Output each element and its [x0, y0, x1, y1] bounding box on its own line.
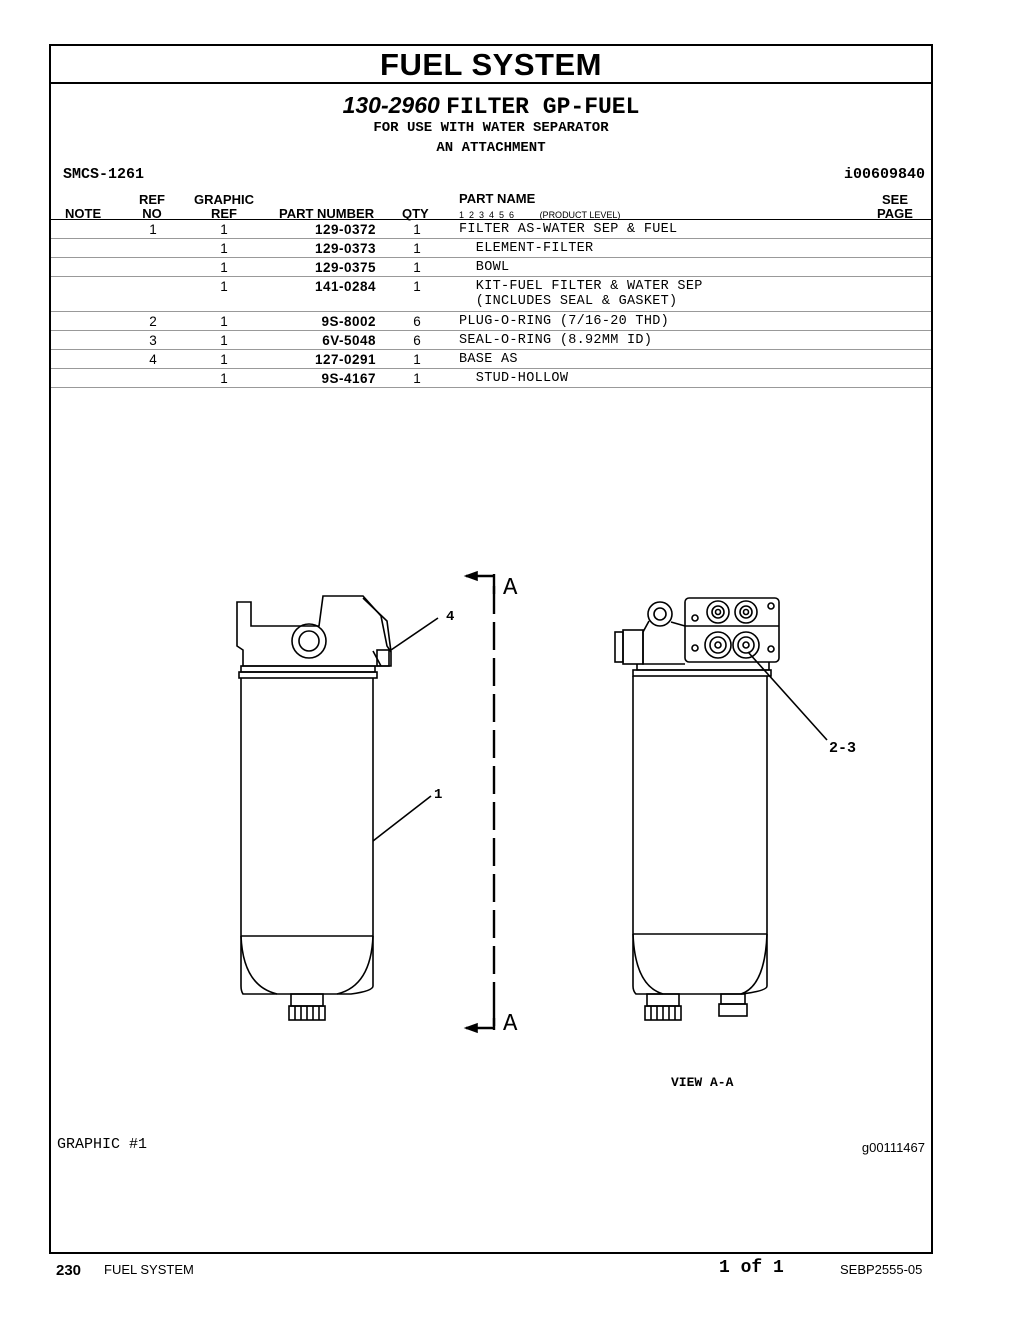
- ref-number: 2: [149, 314, 157, 329]
- part-name-continued: (INCLUDES SEAL & GASKET): [459, 294, 678, 309]
- part-number: 141-0284: [314, 279, 376, 294]
- part-name: ELEMENT-FILTER: [459, 241, 594, 256]
- col-see-top: SEE: [881, 192, 908, 207]
- table-row: 1 129-0373 1 ELEMENT-FILTER: [51, 239, 931, 258]
- section-title: FUEL SYSTEM: [51, 46, 931, 84]
- header-rule: [51, 219, 931, 220]
- quantity: 1: [413, 222, 421, 237]
- quantity: 6: [413, 314, 421, 329]
- part-number: 129-0372: [314, 222, 376, 237]
- filter-assembly-side-view: [236, 595, 439, 1021]
- product-levels: 1 2 3 4 5 6 (PRODUCT LEVEL): [459, 210, 621, 220]
- group-number: 130-2960: [342, 92, 440, 118]
- callout-2-3: 2-3: [829, 740, 856, 757]
- ref-number: 1: [149, 222, 157, 237]
- page-count: 1 of 1: [719, 1258, 784, 1278]
- part-name: SEAL-O-RING (8.92MM ID): [459, 333, 653, 348]
- filter-assembly-view-a-a: [614, 597, 828, 1021]
- drain-threads: [294, 1006, 320, 1020]
- graphic-ref: 1: [220, 260, 228, 275]
- group-title: 130-2960 FILTER GP-FUEL: [51, 92, 931, 120]
- table-row: 4 1 127-0291 1 BASE AS: [51, 350, 931, 369]
- quantity: 6: [413, 333, 421, 348]
- graphic-ref: 1: [220, 241, 228, 256]
- section-label-top: A: [503, 575, 518, 602]
- part-name: BASE AS: [459, 352, 518, 367]
- document-number: SEBP2555-05: [840, 1262, 923, 1277]
- graphic-ref: 1: [220, 222, 228, 237]
- table-row: 2 1 9S-8002 6 PLUG-O-RING (7/16-20 THD): [51, 312, 931, 331]
- page-number: 230: [56, 1262, 82, 1279]
- table-row: 1 129-0375 1 BOWL: [51, 258, 931, 277]
- col-graphic-top: GRAPHIC: [194, 192, 254, 207]
- section-line-a-a: [463, 570, 496, 1034]
- callout-4: 4: [446, 609, 454, 625]
- col-see-bottom: PAGE: [877, 206, 913, 221]
- quantity: 1: [413, 371, 421, 386]
- page-frame: FUEL SYSTEM 130-2960 FILTER GP-FUEL FOR …: [49, 44, 933, 1254]
- part-name: PLUG-O-RING (7/16-20 THD): [459, 314, 670, 329]
- graphic-ref: 1: [220, 352, 228, 367]
- col-ref-top: REF: [139, 192, 165, 207]
- subtitle-1: FOR USE WITH WATER SEPARATOR: [373, 120, 609, 136]
- subtitle-2: AN ATTACHMENT: [436, 140, 546, 156]
- part-name: KIT-FUEL FILTER & WATER SEP: [459, 279, 703, 294]
- graphic-label: GRAPHIC #1: [57, 1136, 148, 1153]
- illustration-id: i00609840: [843, 166, 925, 183]
- quantity: 1: [413, 279, 421, 294]
- col-part-name: PART NAME: [459, 191, 536, 206]
- quantity: 1: [413, 352, 421, 367]
- graphic-ref: 1: [220, 279, 228, 294]
- part-number: 9S-8002: [321, 314, 376, 329]
- part-name: BOWL: [459, 260, 510, 275]
- smcs-code: SMCS-1261: [63, 166, 145, 183]
- col-graphic-bottom: REF: [211, 206, 237, 221]
- view-label: VIEW A-A: [671, 1075, 734, 1090]
- quantity: 1: [413, 260, 421, 275]
- part-number: 9S-4167: [321, 371, 376, 386]
- group-name: FILTER GP-FUEL: [446, 94, 640, 120]
- ref-number: 3: [149, 333, 157, 348]
- graphic-number: g00111467: [861, 1140, 925, 1155]
- part-name: STUD-HOLLOW: [459, 371, 569, 386]
- table-row: 1 9S-4167 1 STUD-HOLLOW: [51, 369, 931, 388]
- table-row: 3 1 6V-5048 6 SEAL-O-RING (8.92MM ID): [51, 331, 931, 350]
- callout-1: 1: [434, 787, 442, 803]
- footer-section: FUEL SYSTEM: [104, 1262, 194, 1277]
- table-row: 1 1 129-0372 1 FILTER AS-WATER SEP & FUEL: [51, 220, 931, 239]
- part-number: 129-0375: [314, 260, 376, 275]
- part-number: 129-0373: [314, 241, 376, 256]
- graphic-ref: 1: [220, 314, 228, 329]
- col-note: NOTE: [65, 206, 102, 221]
- graphic-ref: 1: [220, 371, 228, 386]
- part-name: FILTER AS-WATER SEP & FUEL: [459, 222, 678, 237]
- ref-number: 4: [149, 352, 157, 367]
- col-qty: QTY: [402, 206, 429, 221]
- part-number: 127-0291: [314, 352, 376, 367]
- quantity: 1: [413, 241, 421, 256]
- graphic-ref: 1: [220, 333, 228, 348]
- filter-drawing: 4 1 2-3 A A VIEW A-A: [236, 570, 856, 1090]
- col-part-number: PART NUMBER: [279, 206, 375, 221]
- section-label-bottom: A: [503, 1011, 518, 1038]
- table-row: 1 141-0284 1 KIT-FUEL FILTER & WATER SEP (…: [51, 277, 931, 312]
- part-number: 6V-5048: [322, 333, 376, 348]
- col-ref-bottom: NO: [142, 206, 162, 221]
